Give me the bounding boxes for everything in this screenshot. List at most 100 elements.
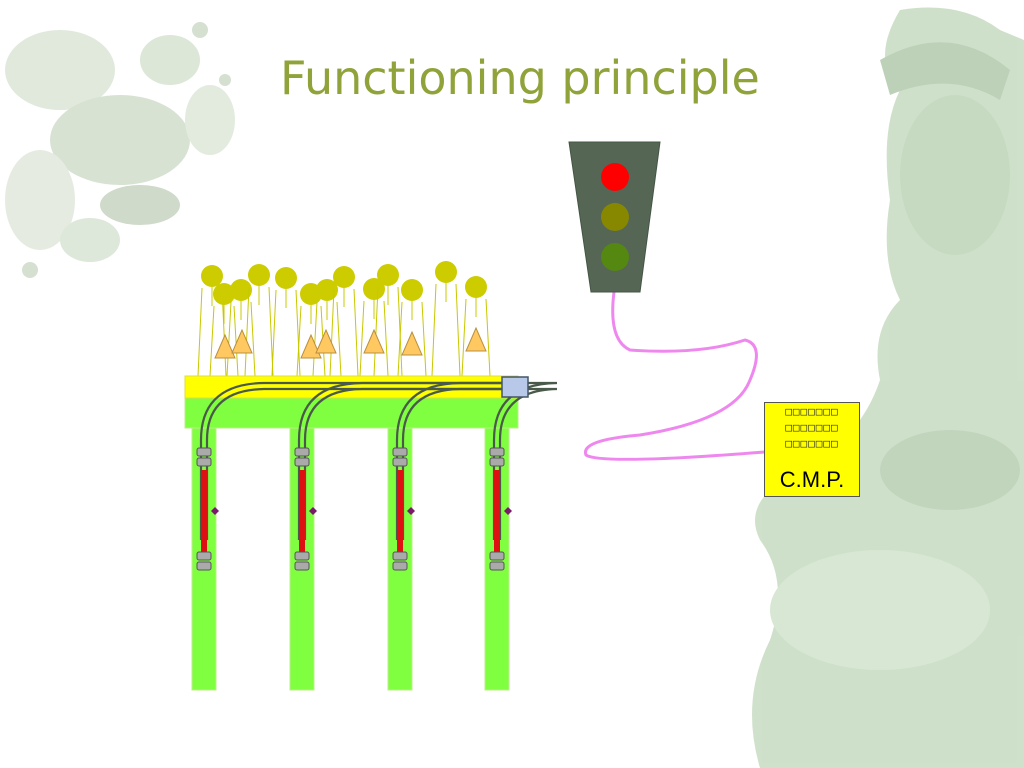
sensor-marker (407, 507, 415, 515)
traffic-light-red (601, 163, 629, 191)
person-leg (455, 283, 461, 377)
pillar-sensor (294, 447, 317, 571)
person-icon (329, 266, 359, 377)
person-body (300, 333, 322, 359)
cmp-panel: □□□□□□□ □□□□□□□ □□□□□□□ C.M.P. (764, 402, 860, 497)
sensor-cable (199, 381, 502, 540)
people-group (197, 261, 491, 377)
sensor-cable (205, 387, 502, 540)
sensor-marker (504, 507, 512, 515)
person-head (248, 264, 270, 286)
pillar-sensor (489, 447, 512, 571)
sensor-marker (309, 507, 317, 515)
person-icon (209, 283, 239, 377)
person-icon (461, 276, 491, 377)
person-leg (295, 289, 301, 377)
person-leg (209, 305, 215, 377)
sensor-group (196, 447, 512, 571)
person-body (401, 330, 423, 356)
person-leg (336, 301, 342, 377)
sensor-connector (294, 457, 310, 467)
person-leg (244, 286, 250, 377)
sensor-connector (294, 447, 310, 457)
traffic-light-icon (568, 141, 661, 293)
person-leg (296, 305, 302, 377)
traffic-light-amber (601, 203, 629, 231)
person-icon (431, 261, 461, 377)
sensor-cable (492, 381, 558, 540)
person-leg (250, 301, 256, 377)
cmp-row: □□□□□□□ (785, 421, 839, 434)
person-leg (197, 287, 203, 377)
person-head (201, 265, 223, 287)
person-head (435, 261, 457, 283)
person-icon (359, 278, 389, 377)
person-head (316, 279, 338, 301)
signal-wire (584, 291, 765, 461)
junction-box (501, 376, 529, 398)
sensor-cable (297, 381, 502, 540)
person-leg (271, 289, 277, 377)
person-leg (312, 301, 318, 377)
sensor-rod (397, 470, 403, 555)
sensor-connector (196, 551, 212, 561)
cmp-label: C.M.P. (779, 467, 845, 492)
person-leg (421, 301, 427, 377)
person-leg (461, 298, 467, 377)
sensor-cables (199, 381, 558, 540)
sensor-rod (201, 470, 207, 555)
sensor-connector (489, 551, 505, 561)
person-icon (226, 279, 256, 377)
person-body (231, 328, 253, 354)
person-head (230, 279, 252, 301)
person-leg (373, 286, 379, 377)
person-head (465, 276, 487, 298)
foliage-decoration (5, 22, 235, 278)
sensor-cable (498, 387, 558, 540)
sensor-cable (401, 387, 502, 540)
sensor-marker (211, 507, 219, 515)
person-head (363, 278, 385, 300)
person-leg (359, 300, 365, 377)
person-icon (271, 267, 301, 377)
sensor-cable (395, 381, 502, 540)
sensor-rod (494, 470, 500, 555)
statue-decoration (752, 7, 1024, 768)
person-leg (397, 301, 403, 377)
person-head (333, 266, 355, 288)
cmp-row: □□□□□□□ (785, 405, 839, 418)
person-icon (397, 279, 427, 377)
person-leg (233, 305, 239, 377)
sensor-connector (196, 447, 212, 457)
sensor-connector (392, 561, 408, 571)
sensor-connector (294, 561, 310, 571)
person-leg (353, 288, 359, 377)
person-head (401, 279, 423, 301)
person-head (377, 264, 399, 286)
sensor-connector (294, 551, 310, 561)
sensor-connector (489, 457, 505, 467)
person-leg (485, 298, 491, 377)
sensor-connector (392, 457, 408, 467)
cmp-row: □□□□□□□ (785, 437, 839, 450)
person-icon (197, 265, 227, 377)
sensor-connector (489, 447, 505, 457)
page-title: Functioning principle (280, 51, 760, 105)
platform-slab (184, 397, 519, 429)
sensor-connector (196, 561, 212, 571)
person-leg (226, 301, 232, 377)
platform (184, 375, 519, 691)
person-head (275, 267, 297, 289)
person-leg (329, 288, 335, 377)
pillar-sensor (196, 447, 219, 571)
person-body (465, 326, 487, 352)
person-leg (383, 300, 389, 377)
sensor-rod (299, 470, 305, 555)
person-body (363, 328, 385, 354)
person-leg (431, 283, 437, 377)
sensor-cable (303, 387, 502, 540)
sensor-connector (392, 447, 408, 457)
